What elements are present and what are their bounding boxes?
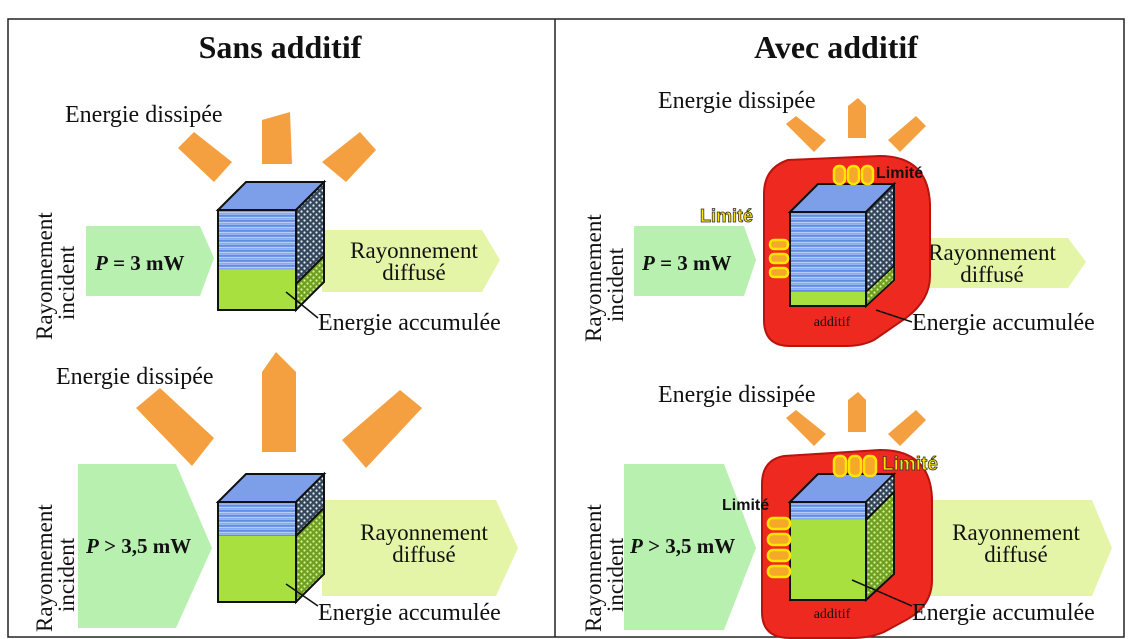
label-rayonnement-incident-2: incident <box>54 537 79 612</box>
incident-arrow <box>86 226 214 296</box>
label-limite-top: Limité <box>876 165 923 182</box>
energy-arrow-right <box>342 390 422 468</box>
limit-pills-left <box>766 516 792 579</box>
accumulee-leader <box>851 579 913 607</box>
label-rayonnement-diffuse-1: Rayonnement <box>952 520 1080 545</box>
label-additif: additif <box>814 315 851 330</box>
material-cube <box>787 181 897 309</box>
power-label: P > 3,5 mW <box>629 534 735 558</box>
label-rayonnement-diffuse-2: diffusé <box>382 260 445 285</box>
label-energie-accumulee: Energie accumulée <box>912 310 1095 336</box>
energy-arrow-center <box>848 98 866 138</box>
label-limite-left: Limité <box>722 497 769 514</box>
accumulee-leader <box>285 291 319 319</box>
material-cube <box>215 179 327 313</box>
limit-pills-top <box>832 454 878 478</box>
power-label: P > 3,5 mW <box>85 534 191 558</box>
accumulee-leader <box>285 583 319 607</box>
left-bottom-scene: Energie dissipée P > 3,5 mW Rayonnement … <box>32 352 518 632</box>
label-energie-accumulee: Energie accumulée <box>318 310 501 336</box>
title-avec-additif: Avec additif <box>754 29 918 65</box>
label-rayonnement-incident-2: incident <box>54 245 79 320</box>
label-rayonnement-incident-1: Rayonnement <box>32 212 57 340</box>
label-rayonnement-diffuse-1: Rayonnement <box>360 520 488 545</box>
limit-pills-top <box>832 164 875 186</box>
energy-arrow-right <box>888 410 926 446</box>
label-rayonnement-diffuse-1: Rayonnement <box>350 238 478 263</box>
energy-arrow-center <box>262 112 292 164</box>
label-rayonnement-incident-1: Rayonnement <box>581 504 606 632</box>
label-energie-accumulee: Energie accumulée <box>318 600 501 626</box>
limit-pills-left <box>768 238 790 279</box>
energy-arrow-right <box>322 132 376 182</box>
label-energie-dissipee: Energie dissipée <box>65 102 223 128</box>
diffuse-arrow <box>322 500 518 596</box>
label-rayonnement-diffuse-2: diffusé <box>960 262 1023 287</box>
right-bottom-scene: Energie dissipée P > 3,5 mW Rayonnement … <box>581 382 1112 639</box>
material-cube <box>215 471 327 605</box>
label-rayonnement-incident-2: incident <box>603 537 628 612</box>
power-label: P = 3 mW <box>94 251 185 275</box>
label-limite-left: Limité <box>700 206 753 226</box>
diffuse-arrow <box>912 238 1086 288</box>
energy-arrow-left <box>136 388 214 466</box>
label-rayonnement-diffuse-2: diffusé <box>984 542 1047 567</box>
energy-arrow-center <box>262 352 296 452</box>
incident-arrow <box>634 226 756 296</box>
energy-arrow-left <box>786 410 826 446</box>
label-energie-accumulee: Energie accumulée <box>912 600 1095 626</box>
left-top-scene: Energie dissipée P = 3 mW Rayonnement in… <box>32 102 501 340</box>
label-rayonnement-diffuse-2: diffusé <box>392 542 455 567</box>
incident-arrow <box>624 464 756 630</box>
material-cube <box>787 472 897 603</box>
label-additif: additif <box>814 607 851 622</box>
energy-arrow-right <box>888 116 926 152</box>
label-rayonnement-incident-1: Rayonnement <box>581 214 606 342</box>
label-energie-dissipee: Energie dissipée <box>658 88 816 114</box>
accumulee-leader <box>875 309 913 323</box>
incident-arrow <box>78 464 212 628</box>
label-rayonnement-diffuse-1: Rayonnement <box>928 240 1056 265</box>
diffuse-arrow <box>322 230 500 292</box>
power-label: P = 3 mW <box>641 251 732 275</box>
label-energie-dissipee: Energie dissipée <box>658 382 816 408</box>
energy-arrow-left <box>178 132 232 182</box>
label-energie-dissipee: Energie dissipée <box>56 364 214 390</box>
right-top-scene: Energie dissipée P = 3 mW Rayonnement in… <box>581 88 1095 347</box>
outer-border <box>7 18 1125 638</box>
label-rayonnement-incident-1: Rayonnement <box>32 504 57 632</box>
energy-arrow-left <box>786 116 826 152</box>
label-rayonnement-incident-2: incident <box>603 247 628 322</box>
diffuse-arrow <box>918 500 1112 596</box>
label-limite-top: Limité <box>882 454 938 475</box>
title-sans-additif: Sans additif <box>199 29 362 65</box>
energy-arrow-center <box>848 392 866 432</box>
